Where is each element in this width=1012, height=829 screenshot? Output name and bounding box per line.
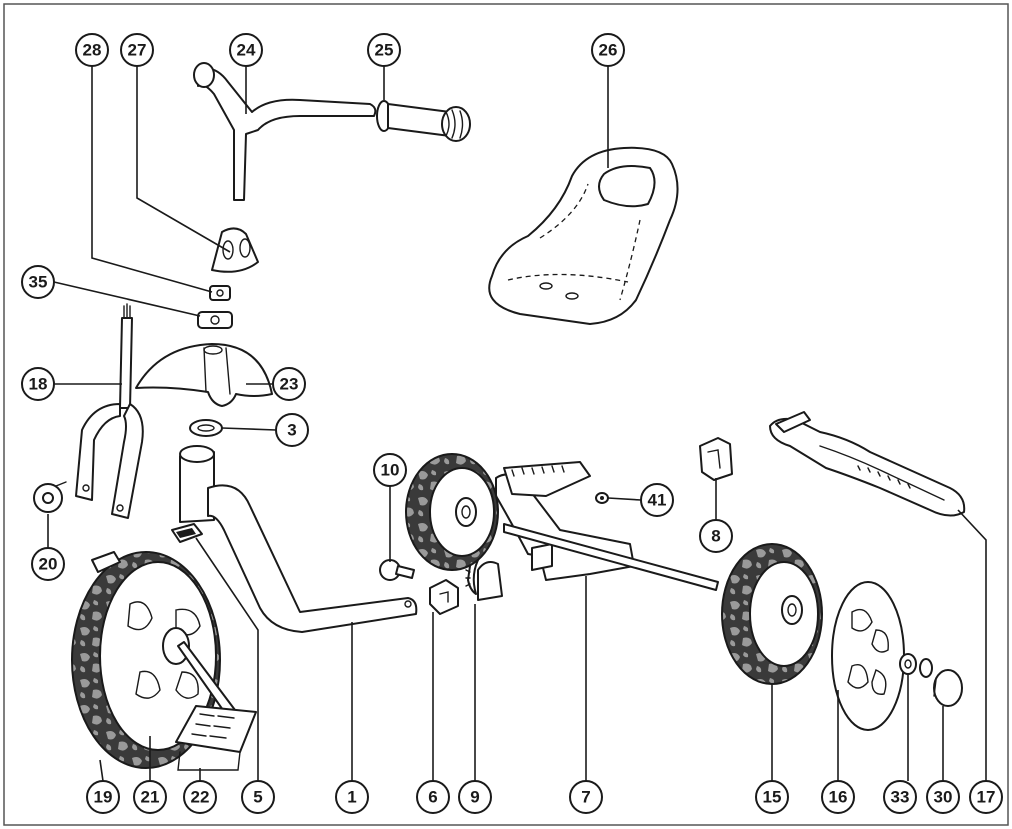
callout-19: 19 (86, 780, 120, 814)
handlebar-part (193, 62, 377, 201)
svg-text:17: 17 (977, 788, 996, 807)
leader-lines (47, 66, 987, 782)
axle-cap-part (933, 669, 963, 707)
rear-axle-frame-part (495, 461, 719, 591)
callout-28: 28 (75, 33, 109, 67)
callout-27: 27 (120, 33, 154, 67)
svg-text:6: 6 (428, 788, 437, 807)
callout-16: 16 (821, 780, 855, 814)
hex-nut-part (899, 653, 917, 675)
callout-30: 30 (926, 780, 960, 814)
hub-cap-part (831, 581, 905, 731)
callout-9: 9 (458, 780, 492, 814)
svg-text:22: 22 (191, 788, 210, 807)
svg-text:24: 24 (237, 41, 256, 60)
svg-text:1: 1 (347, 788, 356, 807)
handlebar-cap-part (211, 227, 259, 273)
svg-text:28: 28 (83, 41, 102, 60)
callout-7: 7 (569, 780, 603, 814)
axle-nut-part (33, 481, 67, 513)
valve-part (379, 559, 415, 581)
callout-10: 10 (373, 453, 407, 487)
svg-text:5: 5 (253, 788, 262, 807)
callout-20: 20 (31, 547, 65, 581)
svg-text:30: 30 (934, 788, 953, 807)
callout-24: 24 (229, 33, 263, 67)
footboard-part (769, 411, 966, 517)
fender-part (135, 343, 273, 407)
callout-26: 26 (591, 33, 625, 67)
svg-text:23: 23 (280, 375, 299, 394)
svg-text:27: 27 (128, 41, 147, 60)
callout-18: 18 (21, 367, 55, 401)
callout-8: 8 (699, 519, 733, 553)
handle-grip-part (376, 100, 471, 142)
callout-21: 21 (133, 780, 167, 814)
callout-6: 6 (416, 780, 450, 814)
svg-text:8: 8 (711, 527, 720, 546)
bearing-ring-part (189, 419, 223, 437)
callout-1: 1 (335, 780, 369, 814)
callout-25: 25 (367, 33, 401, 67)
svg-text:41: 41 (648, 491, 667, 510)
clamp-bolt-part (197, 311, 233, 329)
svg-text:10: 10 (381, 461, 400, 480)
main-frame-part (179, 445, 418, 633)
front-fork-part (75, 303, 144, 519)
callout-41: 41 (640, 483, 674, 517)
svg-text:21: 21 (141, 788, 160, 807)
rear-wheel-left-part (405, 453, 499, 571)
callout-35: 35 (21, 265, 55, 299)
pedal-part (175, 705, 257, 771)
svg-text:16: 16 (829, 788, 848, 807)
clamp-part (209, 285, 231, 301)
svg-text:35: 35 (29, 273, 48, 292)
svg-text:9: 9 (470, 788, 479, 807)
callout-33: 33 (883, 780, 917, 814)
rear-wheel-right-part (721, 543, 823, 685)
fork-clip-part (91, 551, 121, 573)
callout-22: 22 (183, 780, 217, 814)
callout-3: 3 (275, 413, 309, 447)
frame-bushing-part (171, 523, 203, 543)
washer-part (919, 658, 933, 678)
callout-23: 23 (272, 367, 306, 401)
svg-text:7: 7 (581, 788, 590, 807)
svg-text:26: 26 (599, 41, 618, 60)
svg-text:3: 3 (287, 421, 296, 440)
svg-text:20: 20 (39, 555, 58, 574)
svg-text:25: 25 (375, 41, 394, 60)
axle-clip-part (429, 579, 459, 615)
front-wheel-part (71, 551, 221, 769)
screw-part (595, 492, 609, 504)
callout-17: 17 (969, 780, 1003, 814)
callout-5: 5 (241, 780, 275, 814)
seat-bracket-part (699, 437, 733, 481)
svg-text:19: 19 (94, 788, 113, 807)
frame-border (3, 3, 1009, 826)
svg-text:15: 15 (763, 788, 782, 807)
callout-15: 15 (755, 780, 789, 814)
svg-text:33: 33 (891, 788, 910, 807)
seat-part (488, 146, 679, 325)
svg-text:18: 18 (29, 375, 48, 394)
